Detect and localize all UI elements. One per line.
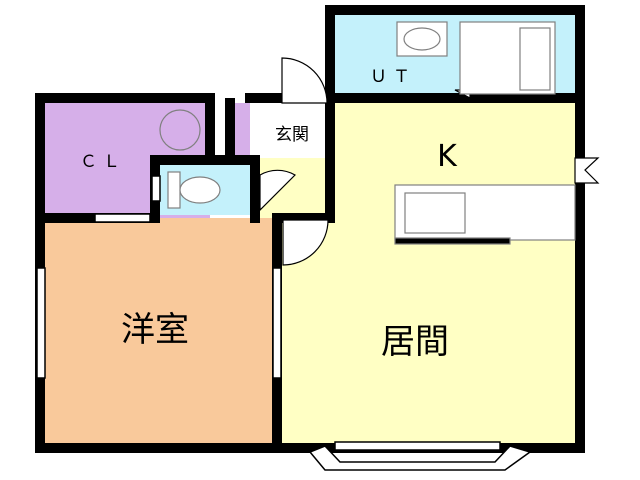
utility-label: ＵＴ bbox=[370, 67, 416, 87]
washer-circle bbox=[159, 109, 201, 151]
western-room-label: 洋室 bbox=[121, 310, 189, 350]
outer-wall bbox=[35, 5, 585, 453]
walls bbox=[35, 5, 585, 453]
entrance-label: 玄関 bbox=[275, 125, 309, 145]
closet-partition bbox=[205, 93, 235, 165]
toilet-fixture bbox=[167, 171, 221, 209]
closet-label: ＣＬ bbox=[80, 152, 126, 172]
living-door bbox=[282, 219, 329, 266]
bay-window bbox=[308, 445, 532, 471]
toilet-door bbox=[259, 169, 296, 212]
vent-notch bbox=[574, 157, 600, 184]
kitchen-counter bbox=[394, 184, 576, 245]
toilet-tank bbox=[167, 171, 181, 209]
bathtub-inner bbox=[519, 27, 551, 91]
sink bbox=[404, 192, 466, 234]
toilet-window bbox=[151, 175, 161, 202]
western-room-floor bbox=[45, 218, 277, 443]
south-window bbox=[334, 441, 501, 451]
windows bbox=[36, 175, 501, 451]
counter-wall bbox=[394, 237, 511, 245]
west-room-east-opening bbox=[272, 267, 282, 379]
west-window bbox=[36, 267, 46, 379]
living-room-label: 居間 bbox=[381, 322, 449, 362]
utility-fixtures bbox=[396, 21, 556, 95]
closet-window bbox=[94, 213, 151, 223]
kitchen-label: K bbox=[437, 139, 458, 174]
entrance-door bbox=[281, 57, 328, 104]
toilet-bowl bbox=[179, 176, 221, 204]
washbasin-bowl bbox=[403, 27, 441, 51]
